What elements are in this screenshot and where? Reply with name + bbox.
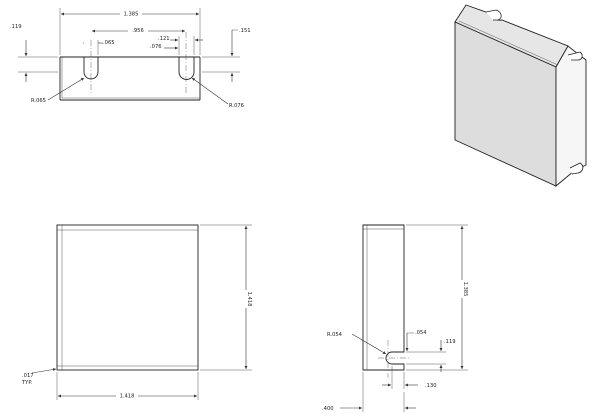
dim-front-width: 1.418 — [56, 372, 199, 400]
top-view-outline — [59, 56, 201, 101]
iso-side-slot-top — [567, 51, 583, 61]
front-view-outline — [56, 224, 199, 371]
dim-side-slot-inset-label: .130 — [425, 383, 437, 389]
dim-slot-offset-label: .121 — [158, 36, 170, 42]
dim-side-radius: R.054 — [327, 332, 387, 355]
dim-height-right: .151 — [202, 28, 251, 82]
top-view: 1.385 .956 .121 .076 .065 — [10, 8, 251, 109]
dim-side-slot-depth-label: .119 — [444, 339, 456, 345]
dim-side-radius-label: R.054 — [327, 332, 343, 338]
dim-front-thickness: .017 TYP. — [21, 368, 57, 386]
front-view: 1.418 1.418 .017 TYP. — [21, 224, 252, 400]
dim-side-height-label: 1.385 — [462, 282, 468, 297]
dim-left-slot-width: .065 — [83, 40, 115, 55]
top-left-slot — [83, 40, 99, 95]
dim-slot-spacing: .956 — [92, 27, 185, 34]
dim-front-width-label: 1.418 — [120, 394, 135, 400]
iso-side-slot-bottom — [569, 162, 584, 175]
iso-top-slot — [485, 9, 502, 21]
side-view: 1.385 R.054 .054 .119 .130 — [322, 224, 468, 412]
dim-slot-spacing-label: .956 — [132, 28, 144, 34]
dim-side-height: 1.385 — [406, 224, 468, 371]
dim-radius-right-label: R.076 — [229, 103, 244, 109]
dim-overall-width-label: 1.385 — [124, 12, 139, 18]
dim-front-thickness-label: .017 — [22, 373, 34, 379]
dim-slot-width: .076 — [150, 44, 178, 50]
dim-radius-left-label: R.065 — [31, 98, 46, 104]
dim-side-slot-width-label: .054 — [415, 330, 427, 336]
dim-height-left: .119 — [10, 24, 58, 82]
dim-side-slot-depth: .119 — [406, 339, 456, 372]
dim-radius-right: R.076 — [191, 77, 244, 109]
side-view-outline — [362, 224, 410, 378]
dim-side-slot-inset: .130 — [382, 366, 437, 389]
dim-left-slot-width-label: .065 — [103, 40, 115, 46]
dim-radius-left: R.065 — [31, 77, 85, 104]
dim-side-depth: .400 — [322, 372, 416, 412]
dim-side-slot-width: .054 — [405, 330, 427, 351]
top-right-slot — [178, 32, 195, 95]
iso-right-face — [555, 45, 587, 187]
dim-side-depth-label: .400 — [322, 406, 334, 412]
dim-height-left-label: .119 — [10, 24, 22, 30]
dim-front-height-label: 1.418 — [246, 292, 252, 307]
dim-height-right-label: .151 — [239, 28, 251, 34]
dim-slot-offset: .121 — [158, 36, 203, 55]
dim-overall-width: 1.385 — [59, 8, 201, 55]
isometric-view — [454, 4, 587, 187]
dim-front-height: 1.418 — [200, 224, 252, 371]
dim-slot-width-label: .076 — [150, 44, 162, 50]
dim-front-thickness-note: TYP. — [21, 380, 33, 386]
